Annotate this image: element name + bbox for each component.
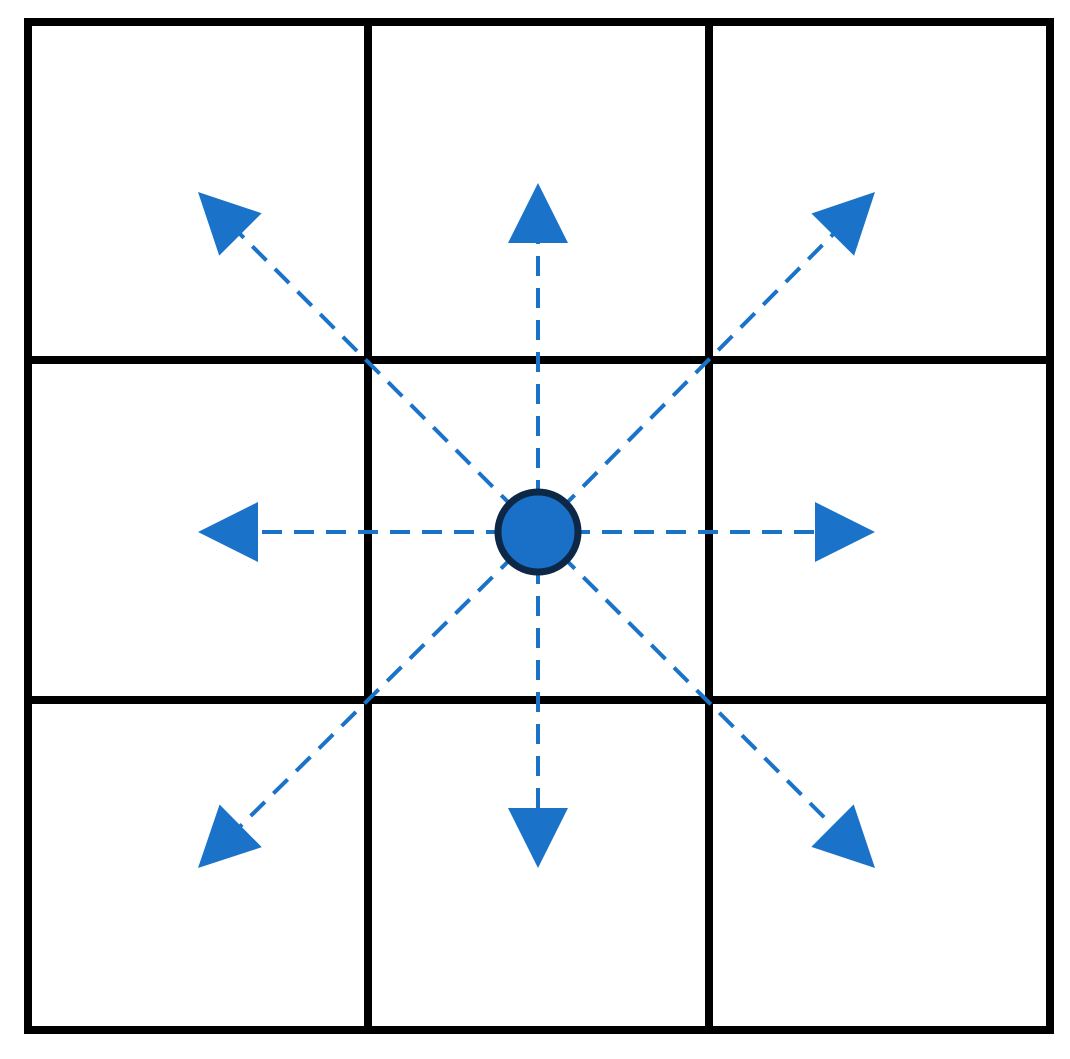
arrow-north-west [198,192,540,534]
arrow-shaft-north-west [236,230,540,534]
center-node-layer [494,488,582,576]
arrowhead-north [508,183,568,243]
arrow-shaft-south-east [536,530,837,830]
arrow-south-west [198,530,540,868]
arrow-north [508,183,568,532]
arrowhead-east [815,502,875,562]
arrow-north-east [536,192,875,534]
arrowhead-north-west [198,192,262,256]
arrow-east [538,502,875,562]
arrowhead-north-east [811,192,875,256]
arrow-shaft-south-west [236,530,540,831]
arrowhead-west [198,502,258,562]
direction-arrows [198,183,875,868]
arrowhead-south-east [811,804,875,868]
arrow-south-east [536,530,875,868]
grid-cell-r2-c2 [705,696,1054,1034]
arrow-west [198,502,538,562]
center-node [494,488,582,576]
arrow-shaft-north-east [536,230,837,534]
arrow-south [508,532,568,868]
arrowhead-south [508,808,568,868]
arrowhead-south-west [198,804,262,868]
